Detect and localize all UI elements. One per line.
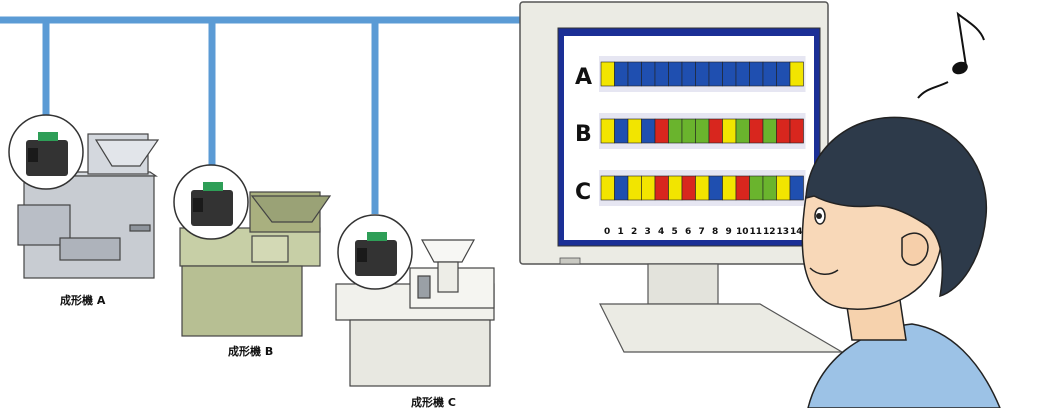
timeline-cell [708,61,723,87]
x-tick-label: 8 [712,227,718,237]
timeline-cell [695,175,710,201]
row-label-c: C [575,180,591,205]
monitor-button [559,257,581,265]
timeline-cell [722,61,737,87]
timeline-cell [762,61,777,87]
timeline-cell [695,118,710,144]
timeline-cell [627,118,642,144]
operator-ear [901,232,929,266]
x-tick-label: 12 [763,227,776,237]
timeline-cell [641,61,656,87]
x-tick-label: 5 [672,227,678,237]
timeline-cell [735,118,750,144]
timeline-cell [654,175,669,201]
timeline-cell [600,61,615,87]
timeline-cell [776,61,791,87]
timeline-cell [614,175,629,201]
monitor-base [599,303,845,353]
timeline-cell [776,175,791,201]
row-label-b: B [575,122,592,147]
operator-smile [809,267,839,275]
timeline-cell [654,61,669,87]
timeline-cell [722,118,737,144]
x-tick-label: 3 [645,227,651,237]
timeline-cell [614,118,629,144]
x-tick-label: 6 [685,227,691,237]
x-tick-label: 7 [699,227,705,237]
timeline-cell [668,175,683,201]
timeline-cell [681,118,696,144]
timeline-cell [708,118,723,144]
molding-machine-b [179,191,332,337]
monitor-neck [647,263,719,305]
x-tick-label: 11 [750,227,763,237]
x-tick-label: 10 [736,227,749,237]
timeline-cell [668,61,683,87]
timeline-cell [762,175,777,201]
timeline-cell [695,61,710,87]
timeline-cell [668,118,683,144]
timeline-cell [789,118,804,144]
operator-person [801,116,1001,408]
timeline-cell [614,61,629,87]
timeline-cell [749,61,764,87]
timeline-cell [708,175,723,201]
timeline-cell [749,118,764,144]
timeline-cell [722,175,737,201]
timeline-cell [654,118,669,144]
x-tick-label: 0 [604,227,610,237]
operator-shirt [807,323,1001,408]
row-label-a: A [575,65,592,90]
timeline-cell [600,175,615,201]
operator-pupil [816,213,822,219]
x-tick-label: 13 [777,227,790,237]
timeline-cell [749,175,764,201]
timeline-cell [600,118,615,144]
production-timeline-chart [599,56,806,206]
timeline-cell [627,61,642,87]
operator-hair [805,116,988,298]
x-tick-label: 1 [618,227,624,237]
timeline-cell [641,118,656,144]
music-note-icon [917,11,985,99]
sensor-badge-b [173,164,249,240]
timeline-cell [681,175,696,201]
timeline-cell [776,118,791,144]
machine-label-b: 成形機 B [228,344,273,358]
sensor-badge-c [337,214,413,290]
timeline-cell [681,61,696,87]
timeline-cell [789,61,804,87]
network-lines [0,16,520,214]
timeline-cell [789,175,804,201]
machine-label-c: 成形機 C [411,395,456,408]
molding-machine-c [335,239,495,387]
x-tick-label: 14 [790,227,803,237]
x-tick-label: 2 [631,227,637,237]
x-tick-label: 4 [658,227,664,237]
timeline-cell [735,61,750,87]
sensor-badge-a [8,114,84,190]
x-tick-label: 9 [726,227,732,237]
timeline-cell [641,175,656,201]
timeline-cell [762,118,777,144]
timeline-cell [735,175,750,201]
machine-label-a: 成形機 A [60,293,106,307]
timeline-cell [627,175,642,201]
